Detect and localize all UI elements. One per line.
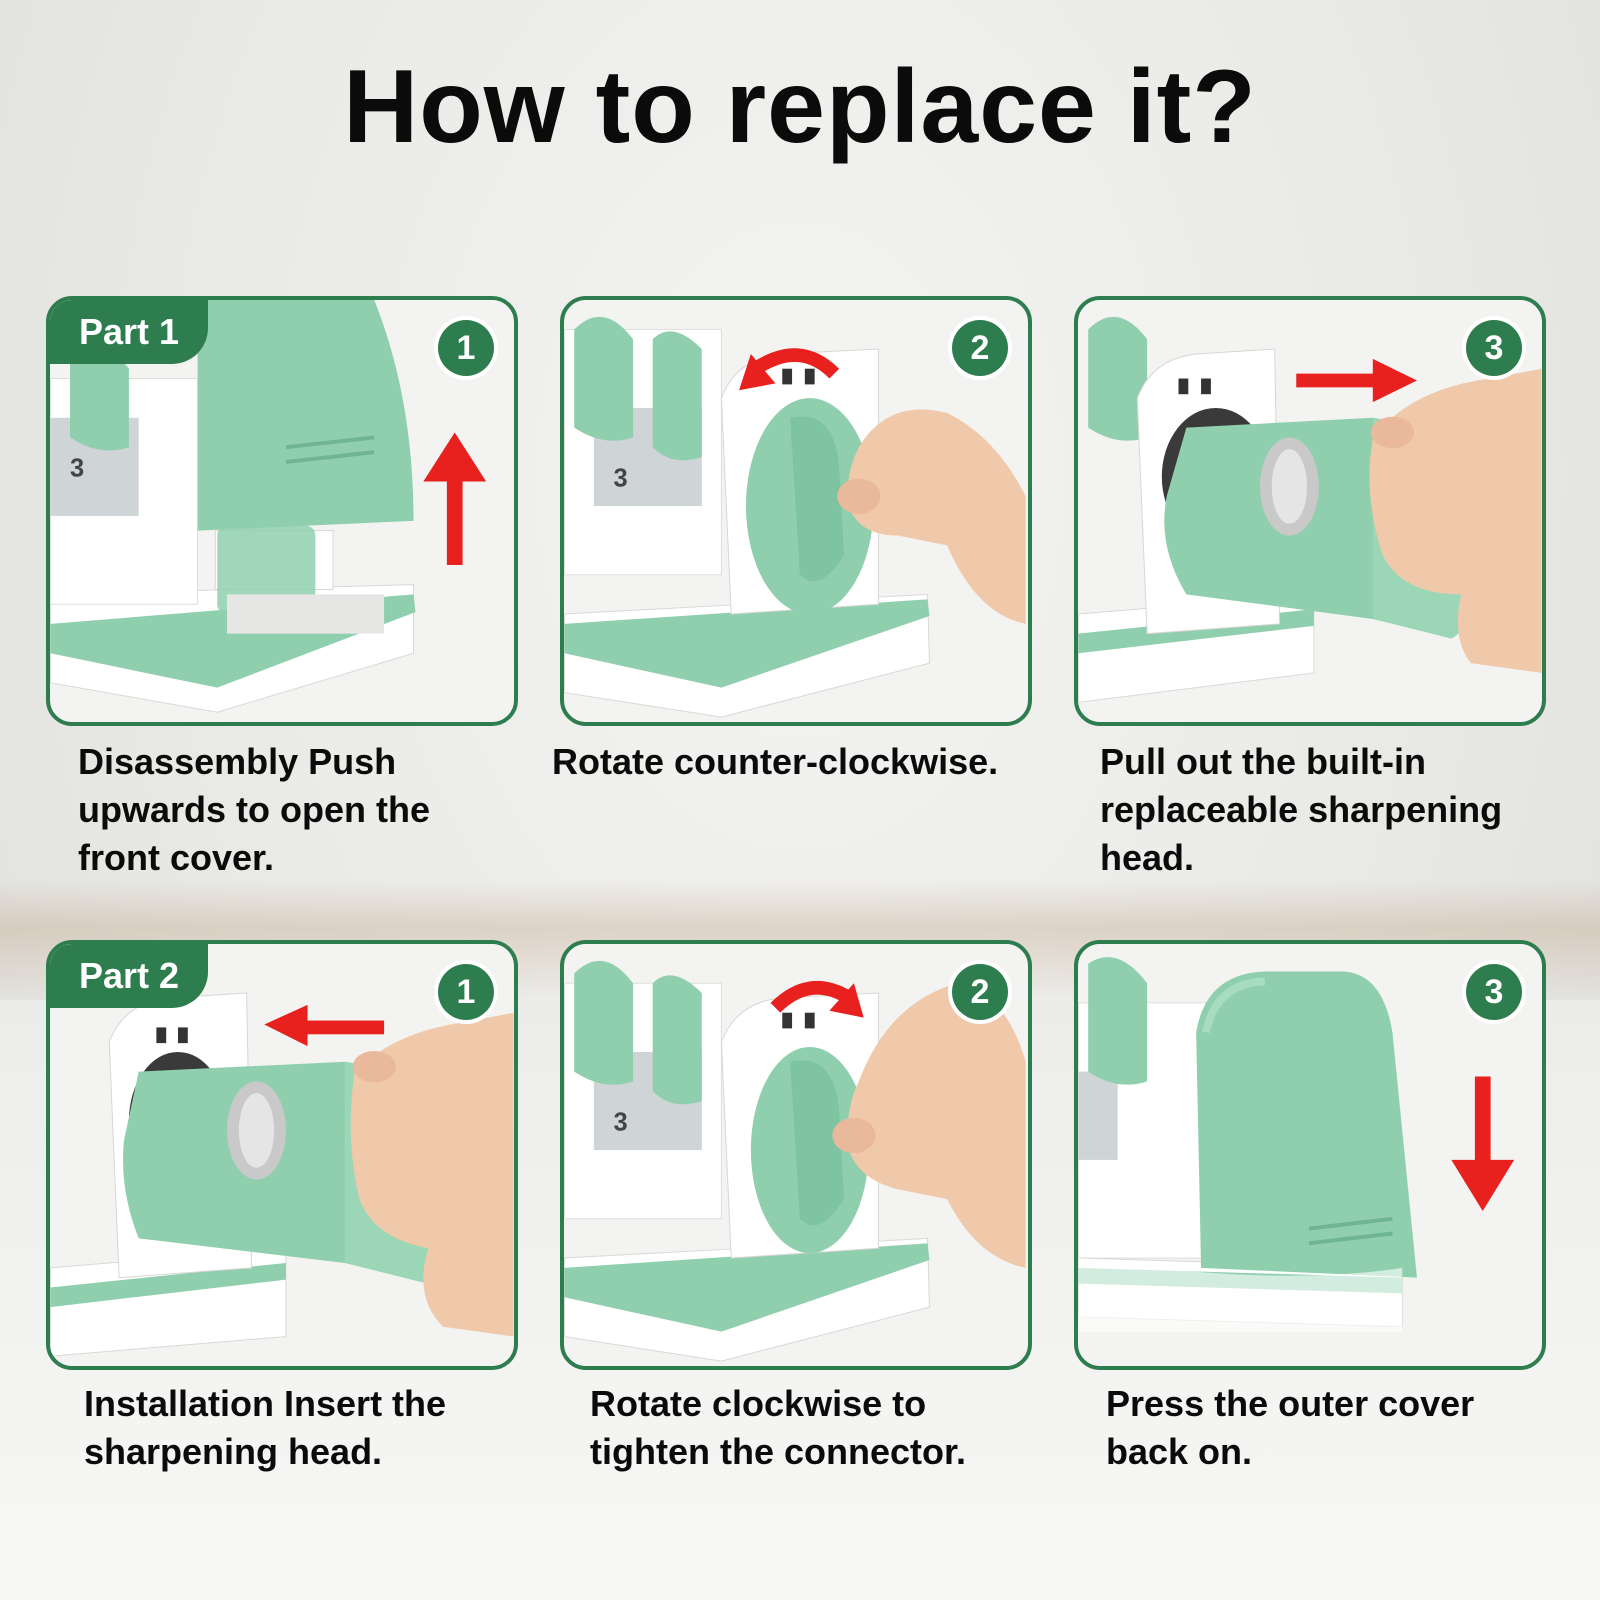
arrow-left-icon bbox=[264, 1004, 385, 1047]
caption-part1-step1: Disassembly Push upwards to open the fro… bbox=[78, 741, 431, 878]
arrow-right-icon bbox=[1296, 358, 1417, 403]
clockwise-arrow-icon bbox=[770, 980, 864, 1018]
panel-part1-step3: 3 bbox=[1074, 296, 1546, 726]
panel-part2-step2: 2 3 bbox=[560, 940, 1032, 1370]
tighten-connector-illustration: 3 bbox=[564, 944, 1028, 1366]
caption-part2-step2: Rotate clockwise to tighten the connecto… bbox=[590, 1383, 967, 1472]
svg-text:3: 3 bbox=[70, 455, 84, 483]
svg-text:3: 3 bbox=[613, 1108, 627, 1136]
insert-head-illustration bbox=[50, 944, 514, 1366]
caption-part1-step2: Rotate counter-clockwise. bbox=[552, 741, 999, 782]
step-badge: 1 bbox=[438, 964, 494, 1020]
panel-part1-step1: Part 1 1 3 bbox=[46, 296, 518, 726]
arrow-down-icon bbox=[1451, 1076, 1515, 1211]
step-badge: 1 bbox=[438, 320, 494, 376]
pull-out-head-illustration bbox=[1078, 300, 1542, 722]
panel-part2-step3: 3 bbox=[1074, 940, 1546, 1370]
step-badge: 3 bbox=[1466, 320, 1522, 376]
panel-part2-step1: Part 2 1 bbox=[46, 940, 518, 1370]
step-badge: 2 bbox=[952, 320, 1008, 376]
caption-part2-step1: Installation Insert the sharpening head. bbox=[84, 1383, 447, 1472]
step-badge: 2 bbox=[952, 964, 1008, 1020]
svg-text:3: 3 bbox=[613, 464, 627, 492]
part2-label: Part 2 bbox=[50, 944, 208, 1008]
caption-part2-step3: Press the outer cover back on. bbox=[1106, 1383, 1475, 1472]
rotate-connector-illustration: 3 bbox=[564, 300, 1028, 722]
cover-closed-illustration bbox=[1078, 944, 1542, 1366]
panel-part1-step2: 2 3 bbox=[560, 296, 1032, 726]
part1-label: Part 1 bbox=[50, 300, 208, 364]
sharpener-cover-open-illustration: 3 bbox=[50, 300, 514, 722]
caption-part1-step3: Pull out the built-in replaceable sharpe… bbox=[1100, 741, 1503, 878]
counter-clockwise-arrow-icon bbox=[739, 348, 840, 391]
page-title: How to replace it? bbox=[343, 49, 1257, 165]
step-badge: 3 bbox=[1466, 964, 1522, 1020]
arrow-up-icon bbox=[423, 432, 487, 565]
